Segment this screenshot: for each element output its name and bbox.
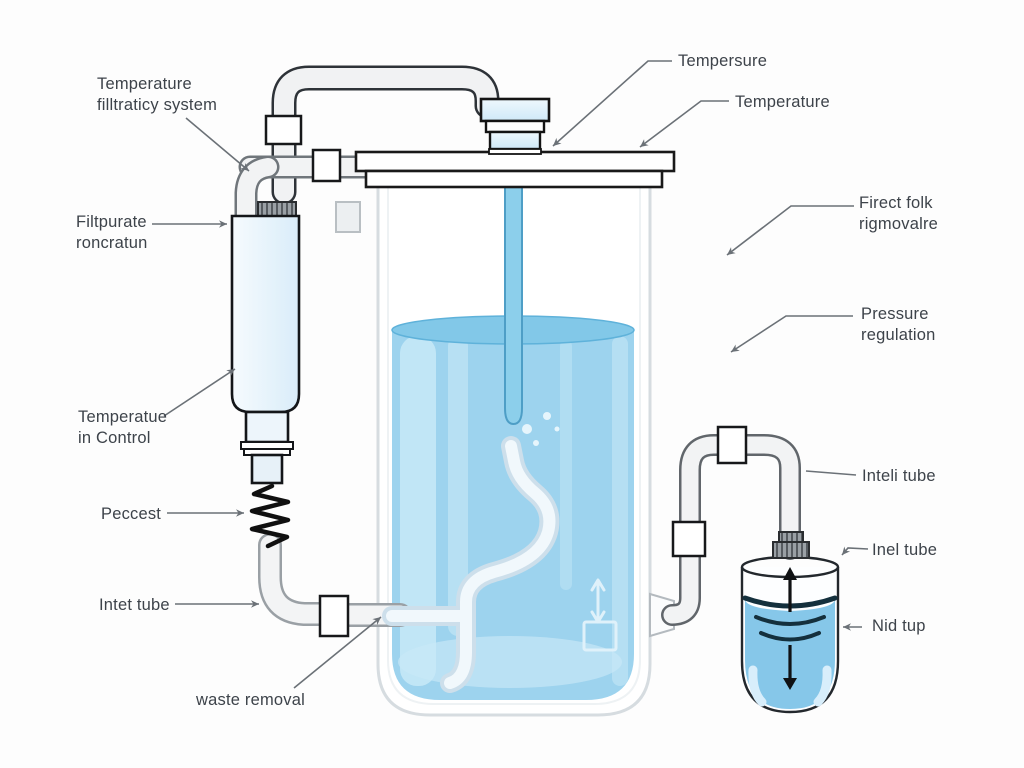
- square-outline-icon: [582, 620, 618, 652]
- label-temperature-lid: Temperature: [735, 93, 830, 111]
- filter-cap: [257, 201, 297, 217]
- ripple-line: [754, 615, 826, 626]
- bottle-highlight: [748, 665, 767, 707]
- leader-temperature-in-control: [163, 368, 236, 417]
- top-arch-tube: [271, 65, 500, 205]
- stopper-base: [488, 148, 542, 155]
- leader-temperature-sensor: [552, 60, 672, 147]
- label-temperature-filtration-system: Temperature filltraticy system: [97, 75, 218, 114]
- bottle-cap-top: [778, 531, 804, 543]
- filter-assembly: [230, 201, 301, 549]
- liquid-highlight: [400, 336, 436, 686]
- label-filtrate-concentration: Filtpurate roncratun: [76, 213, 148, 252]
- label-direct-flow-removal: Firect folk rigmovalre: [859, 194, 939, 233]
- tube-connector: [311, 148, 342, 183]
- flow-indicators: [582, 578, 618, 652]
- thermometer-rod: [504, 186, 523, 426]
- lid-plate-bottom: [364, 169, 664, 189]
- right-outlet-tube: [649, 425, 801, 638]
- upper-feed-tube: [234, 155, 382, 228]
- bottle-cap: [772, 541, 810, 559]
- stopper-top: [479, 97, 551, 123]
- up-arrowhead-icon: [590, 578, 606, 592]
- leader-inlet-tube-upper-right: [805, 470, 857, 476]
- spring-coil: [249, 483, 291, 549]
- filter-ring: [240, 441, 294, 450]
- filter-nozzle: [250, 453, 284, 485]
- internal-tube: [382, 412, 560, 693]
- up-arrowhead: [783, 567, 797, 580]
- tube-connector: [318, 594, 350, 638]
- leader-temperature-lid: [639, 100, 729, 148]
- leader-waste-removal: [293, 616, 382, 689]
- label-temperature-in-control: Temperatue in Control: [78, 408, 168, 447]
- tube-connector: [671, 520, 707, 558]
- liquid-highlight: [612, 336, 628, 686]
- label-temperature-sensor: Tempersure: [678, 52, 768, 70]
- liquid-highlight: [448, 336, 468, 636]
- bubble: [543, 412, 551, 420]
- label-waste-removal: waste removal: [196, 691, 305, 709]
- bottle-highlight: [813, 665, 832, 707]
- leader-pressure-regulation: [730, 315, 853, 353]
- bubble: [533, 440, 539, 446]
- lid-port: [335, 201, 361, 233]
- bubble: [554, 426, 560, 432]
- label-process: Peccest: [101, 505, 162, 523]
- stopper-body: [488, 130, 542, 151]
- bubble: [522, 424, 532, 434]
- label-inlet-tube-lower-right: Inel tube: [872, 541, 938, 559]
- down-arrowhead: [783, 678, 797, 690]
- beaker-glass-inner: [387, 186, 641, 705]
- label-inlet-tube-left: Intet tube: [99, 596, 170, 614]
- ripple-line: [759, 631, 821, 642]
- leader-direct-flow-removal: [726, 205, 854, 256]
- tube-connector: [716, 425, 748, 465]
- label-pressure-regulation: Pressure regulation: [861, 305, 936, 344]
- collection-bottle: [740, 531, 840, 714]
- stopper-ring: [484, 119, 546, 134]
- leader-temperature-filtration-system: [185, 117, 250, 172]
- leader-lines: [152, 60, 869, 689]
- filter-valve: [244, 410, 290, 444]
- label-inlet-tube-upper-right: Inteli tube: [862, 467, 936, 485]
- leader-inlet-tube-lower-right: [841, 546, 869, 556]
- vessel-lid: [335, 97, 676, 233]
- filter-body: [230, 214, 301, 414]
- tube-connector: [264, 114, 303, 146]
- label-nid-tup: Nid tup: [872, 617, 926, 635]
- liquid-highlight: [560, 340, 572, 590]
